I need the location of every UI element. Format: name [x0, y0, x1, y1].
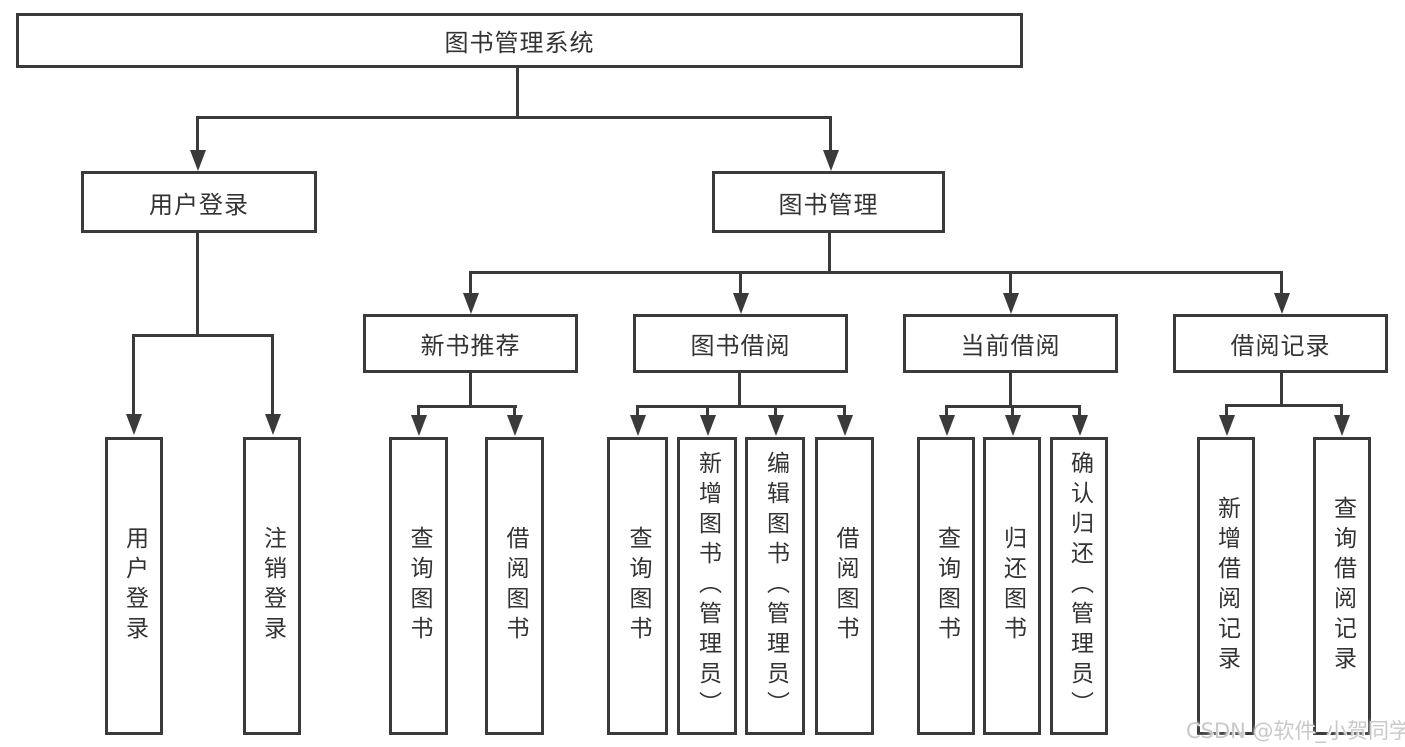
connector-root-stem [516, 68, 519, 118]
arrowhead-logout [265, 414, 281, 435]
connector-drop-edit-books [774, 405, 777, 416]
connector-drop-add-books [706, 405, 709, 416]
connector-drop-confirm-return [1078, 405, 1081, 416]
leaf-borrow-borrow-books: 借阅图书 [815, 437, 874, 735]
connector-drop-logout [271, 334, 274, 415]
connector-drop-user-login [196, 116, 199, 151]
connector-drop-add-record [1225, 404, 1228, 416]
node-book-borrow: 图书借阅 [633, 314, 848, 373]
node-current-borrow: 当前借阅 [903, 314, 1118, 373]
arrowhead-login [126, 414, 142, 435]
leaf-rec-query-books-label: 查询图书 [406, 526, 432, 646]
leaf-confirm-return-label: 确认归还（管理员） [1066, 451, 1093, 721]
arrowhead-return-books [1005, 415, 1021, 436]
connector-book-mgmt-stem [828, 233, 831, 273]
node-root: 图书管理系统 [16, 13, 1023, 68]
connector-book-borrow-rail [636, 405, 846, 408]
leaf-user-login: 用户登录 [105, 437, 163, 735]
connector-drop-current-query [945, 405, 948, 416]
arrowhead-current-query [939, 415, 955, 436]
leaf-edit-books-label: 编辑图书（管理员） [762, 451, 789, 721]
arrowhead-book-mgmt [823, 150, 839, 171]
leaf-add-borrow-record: 新增借阅记录 [1197, 437, 1255, 735]
connector-new-book-rec-stem [469, 373, 472, 407]
leaf-borrow-query-books: 查询图书 [607, 437, 668, 735]
leaf-add-books-label: 新增图书（管理员） [694, 451, 721, 721]
leaf-return-books-label: 归还图书 [999, 526, 1026, 646]
arrowhead-borrow-borrow [837, 415, 853, 436]
arrowhead-rec-query [411, 415, 427, 436]
connector-new-book-rec-rail [417, 405, 517, 408]
arrowhead-add-books [700, 415, 716, 436]
csdn-watermark: CSDN @软件_小贺同学 [1186, 719, 1405, 743]
leaf-rec-query-books: 查询图书 [389, 437, 448, 735]
leaf-current-query-books-label: 查询图书 [933, 526, 960, 646]
connector-drop-rec-borrow [513, 405, 516, 416]
node-user-login: 用户登录 [81, 171, 317, 233]
leaf-add-borrow-record-label: 新增借阅记录 [1213, 496, 1240, 676]
connector-drop-current-borrow [1009, 271, 1012, 295]
connector-root-rail [196, 116, 832, 119]
arrowhead-user-login [190, 150, 206, 171]
arrowhead-current-borrow [1003, 293, 1019, 314]
node-book-mgmt: 图书管理 [712, 171, 945, 233]
node-borrow-records: 借阅记录 [1173, 314, 1388, 373]
node-book-borrow-label: 图书借阅 [690, 332, 791, 360]
connector-drop-book-borrow [739, 271, 742, 295]
arrowhead-borrow-records [1274, 293, 1290, 314]
arrowhead-add-record [1219, 415, 1235, 436]
arrowhead-query-record [1334, 415, 1350, 436]
connector-drop-rec-query [417, 405, 420, 416]
leaf-add-books: 新增图书（管理员） [677, 437, 737, 735]
leaf-user-login-label: 用户登录 [121, 526, 148, 646]
connector-drop-return-books [1011, 405, 1014, 416]
node-new-book-rec-label: 新书推荐 [420, 332, 521, 360]
arrowhead-edit-books [768, 415, 784, 436]
connector-drop-book-mgmt [829, 116, 832, 151]
connector-book-mgmt-rail [469, 271, 1283, 274]
connector-drop-login [132, 334, 135, 415]
leaf-return-books: 归还图书 [983, 437, 1041, 735]
arrowhead-book-borrow [733, 293, 749, 314]
connector-current-borrow-stem [1009, 373, 1012, 407]
connector-user-login-rail [132, 334, 274, 337]
connector-drop-new-book-rec [469, 271, 472, 295]
arrowhead-rec-borrow [507, 415, 523, 436]
node-current-borrow-label: 当前借阅 [960, 332, 1061, 360]
leaf-query-borrow-record-label: 查询借阅记录 [1329, 496, 1356, 676]
leaf-rec-borrow-books: 借阅图书 [485, 437, 544, 735]
leaf-rec-borrow-books-label: 借阅图书 [502, 526, 528, 646]
leaf-borrow-borrow-books-label: 借阅图书 [832, 526, 858, 646]
node-new-book-rec: 新书推荐 [363, 314, 578, 373]
connector-borrow-records-stem [1280, 373, 1283, 406]
leaf-current-query-books: 查询图书 [917, 437, 975, 735]
node-book-mgmt-label: 图书管理 [778, 190, 879, 219]
connector-drop-borrow-borrow [843, 405, 846, 416]
connector-borrow-records-rail [1225, 404, 1343, 407]
arrowhead-borrow-query [630, 415, 646, 436]
leaf-query-borrow-record: 查询借阅记录 [1313, 437, 1371, 735]
leaf-edit-books: 编辑图书（管理员） [745, 437, 805, 735]
leaf-logout-label: 注销登录 [259, 526, 286, 646]
connector-drop-borrow-query [636, 405, 639, 416]
node-root-label: 图书管理系统 [444, 29, 595, 57]
connector-drop-borrow-records [1280, 271, 1283, 295]
leaf-confirm-return: 确认归还（管理员） [1050, 437, 1108, 735]
connector-user-login-stem [196, 233, 199, 336]
connector-book-borrow-stem [738, 373, 741, 407]
node-borrow-records-label: 借阅记录 [1230, 332, 1331, 360]
leaf-borrow-query-books-label: 查询图书 [625, 526, 651, 646]
node-user-login-label: 用户登录 [149, 190, 249, 219]
arrowhead-new-book-rec [463, 293, 479, 314]
arrowhead-confirm-return [1072, 415, 1088, 436]
connector-drop-query-record [1340, 404, 1343, 416]
leaf-logout: 注销登录 [243, 437, 301, 735]
